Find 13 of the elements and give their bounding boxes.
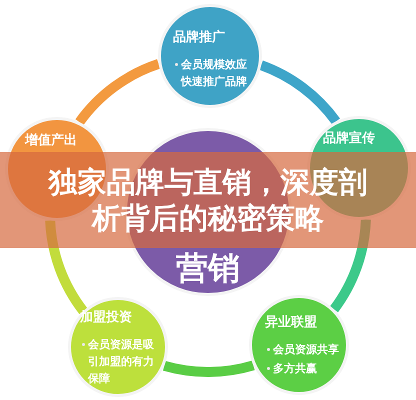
topic-heading: 增值产出 — [25, 133, 77, 149]
center-label: 营销 — [176, 252, 240, 284]
topic-heading: 异业联盟 — [265, 315, 318, 331]
ring-arc — [163, 360, 254, 377]
bullet-text: 会员规模效应快速推广品牌 — [181, 57, 248, 90]
bullet-text: 多方共赢 — [273, 361, 318, 377]
topic-heading: 品牌宣传 — [323, 131, 375, 147]
topic-heading: 品牌推广 — [173, 30, 226, 46]
banner-title: 独家品牌与直销，深度剖析背后的秘密策略 — [47, 164, 368, 236]
ring-arc — [76, 59, 160, 126]
bullet-text: 会员资源是吸引加盟的有力保障 — [88, 337, 155, 387]
bullet-text: 会员资源共享 — [273, 342, 340, 358]
topic-heading: 加盟投资 — [80, 310, 133, 326]
